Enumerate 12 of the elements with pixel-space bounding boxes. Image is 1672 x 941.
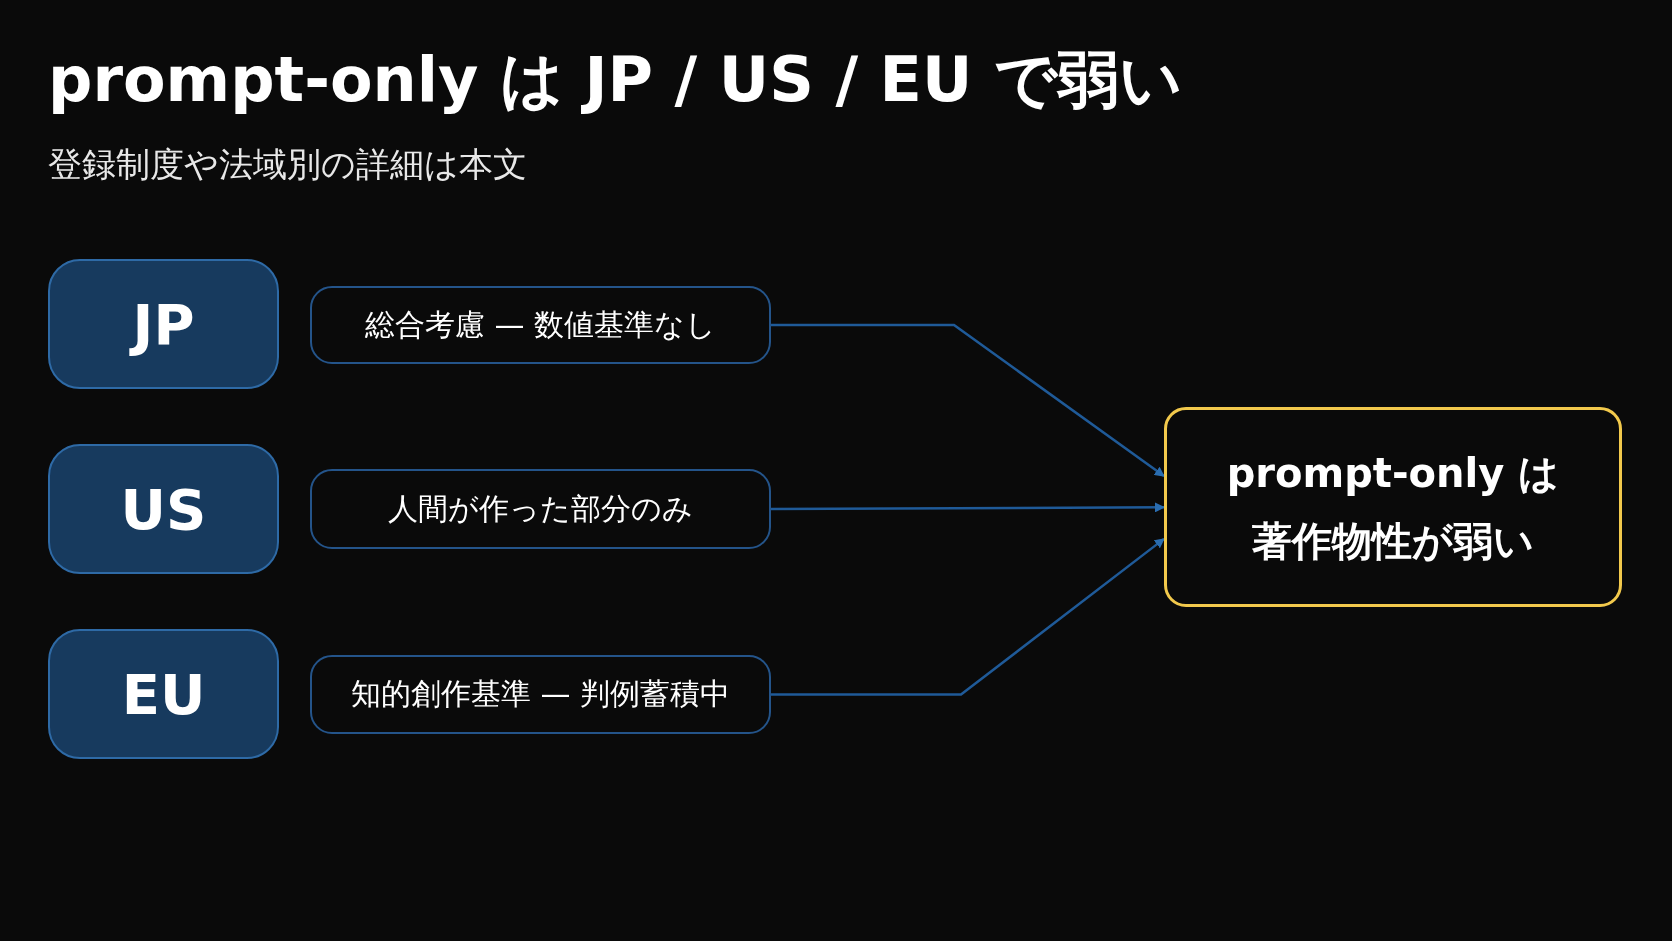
title: prompt-only は JP / US / EU で弱い (48, 42, 1182, 118)
region-box: US (48, 444, 279, 574)
subtitle: 登録制度や法域別の詳細は本文 (48, 143, 527, 186)
criterion-box: 人間が作った部分のみ (310, 469, 771, 549)
criterion-box: 総合考慮 — 数値基準なし (310, 286, 771, 364)
arrow (771, 502, 1165, 513)
region-box: EU (48, 629, 279, 759)
region-box: JP (48, 259, 279, 389)
criterion-box: 知的創作基準 — 判例蓄積中 (310, 655, 771, 734)
arrow (771, 323, 1165, 478)
conclusion-box: prompt-only は著作物性が弱い (1164, 407, 1622, 607)
arrow (771, 537, 1165, 696)
